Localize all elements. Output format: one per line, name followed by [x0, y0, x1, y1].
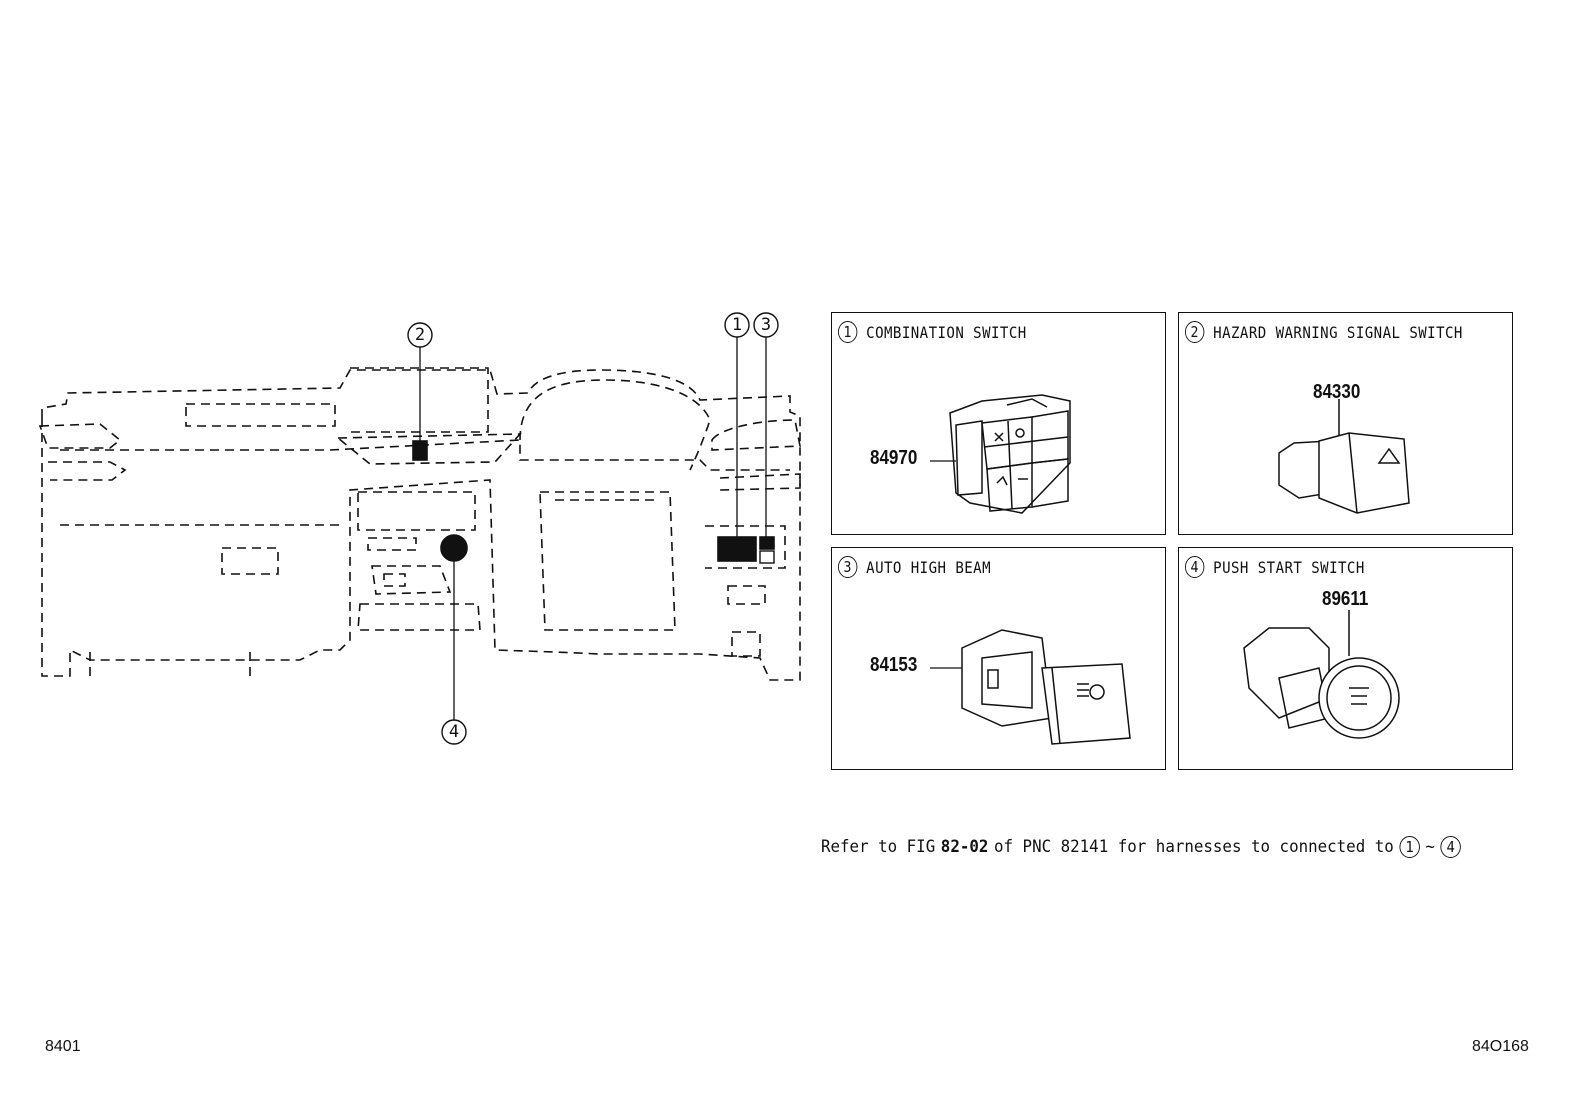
- callout-1: 1: [731, 315, 743, 335]
- dashboard-illustration: [38, 312, 801, 745]
- panel-2-number: 2: [1185, 321, 1205, 343]
- note-mid: of PNC 82141 for harnesses to connected …: [993, 837, 1394, 857]
- part-number-84970: 84970: [870, 447, 918, 469]
- combination-switch-illustration: [949, 394, 1071, 514]
- panel-hazard-warning-signal-switch: 2 HAZARD WARNING SIGNAL SWITCH 84330: [1178, 312, 1513, 535]
- panel-auto-high-beam: 3 AUTO HIGH BEAM 84153: [831, 547, 1166, 770]
- hazard-switch-illustration: [1278, 399, 1410, 514]
- panel-4-header: 4 PUSH START SWITCH: [1185, 556, 1365, 578]
- panel-push-start-switch: 4 PUSH START SWITCH 89611: [1178, 547, 1513, 770]
- part-number-84153: 84153: [870, 654, 918, 676]
- note-fig: 82-02: [940, 837, 989, 857]
- panel-2-title: HAZARD WARNING SIGNAL SWITCH: [1213, 322, 1463, 342]
- panel-1-header: 1 COMBINATION SWITCH: [838, 321, 1027, 343]
- note-prefix: Refer to FIG: [821, 837, 936, 857]
- footer-left-code: 8401: [45, 1038, 81, 1055]
- panel-3-title: AUTO HIGH BEAM: [866, 557, 991, 577]
- panel-1-number: 1: [838, 321, 858, 343]
- panel-2-header: 2 HAZARD WARNING SIGNAL SWITCH: [1185, 321, 1463, 343]
- note-tilde: ~: [1425, 837, 1435, 857]
- panel-1-title: COMBINATION SWITCH: [866, 322, 1027, 342]
- panel-3-header: 3 AUTO HIGH BEAM: [838, 556, 991, 578]
- panel-combination-switch: 1 COMBINATION SWITCH 84970: [831, 312, 1166, 535]
- callout-4: 4: [448, 722, 460, 742]
- part-number-84330: 84330: [1313, 381, 1361, 403]
- auto-high-beam-illustration: [961, 629, 1131, 745]
- callout-3: 3: [760, 315, 772, 335]
- callout-2: 2: [414, 325, 426, 345]
- reference-note: Refer to FIG 82-02 of PNC 82141 for harn…: [821, 836, 1461, 858]
- panel-4-title: PUSH START SWITCH: [1213, 557, 1365, 577]
- panel-3-number: 3: [838, 556, 858, 578]
- note-from-number: 1: [1399, 836, 1420, 858]
- footer-right-code: 84O168: [1472, 1038, 1529, 1055]
- panel-4-number: 4: [1185, 556, 1205, 578]
- part-number-89611: 89611: [1322, 588, 1369, 610]
- note-to-number: 4: [1440, 836, 1461, 858]
- push-start-switch-illustration: [1243, 610, 1400, 739]
